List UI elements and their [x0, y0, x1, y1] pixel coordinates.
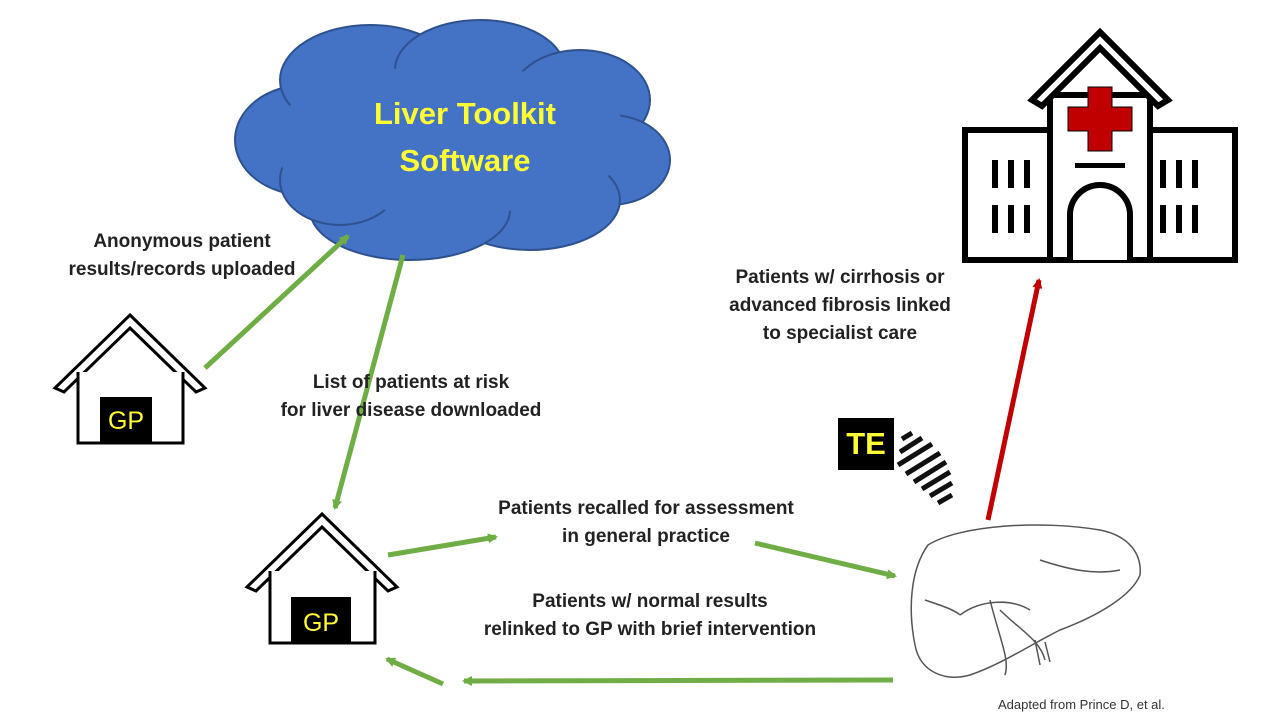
label-specialist-line2: advanced fibrosis linked	[729, 295, 951, 316]
label-specialist: Patients w/ cirrhosis or advanced fibros…	[710, 264, 970, 348]
label-recall-line1: Patients recalled for assessment	[498, 498, 794, 519]
arrow-specialist	[985, 278, 1043, 521]
gp-bottom-label: GP	[302, 609, 340, 637]
arrow-upload	[203, 234, 350, 370]
gp-house-top-icon	[52, 312, 208, 445]
cloud-core	[270, 65, 630, 215]
label-upload-line1: Anonymous patient	[93, 231, 271, 252]
label-normal-line1: Patients w/ normal results	[532, 591, 768, 612]
arrow-recall-1	[387, 533, 498, 558]
label-specialist-line3: to specialist care	[762, 323, 918, 344]
label-upload-line2: results/records uploaded	[68, 259, 296, 280]
label-normal: Patients w/ normal results relinked to G…	[455, 588, 845, 644]
hospital-cross-icon	[1067, 86, 1133, 152]
label-recall: Patients recalled for assessment in gene…	[476, 495, 816, 551]
arrow-normal-1	[462, 675, 894, 686]
cloud-title: Liver Toolkit Software	[340, 90, 590, 184]
te-badge-box	[838, 418, 894, 470]
source-credit: Adapted from Prince D, et al.	[998, 697, 1165, 712]
label-recall-line2: in general practice	[562, 526, 730, 547]
label-specialist-line1: Patients w/ cirrhosis or	[735, 267, 945, 288]
ultrasound-waves-icon	[896, 430, 954, 506]
gp-house-bottom-icon	[244, 511, 400, 645]
label-download-line2: for liver disease downloaded	[280, 400, 542, 421]
hospital-windows	[992, 160, 1198, 233]
label-upload: Anonymous patient results/records upload…	[22, 228, 342, 284]
label-download: List of patients at risk for liver disea…	[256, 369, 566, 425]
arrow-normal-2	[385, 656, 445, 687]
arrow-download	[332, 254, 406, 510]
label-download-line1: List of patients at risk	[312, 372, 510, 393]
cloud-title-line1: Liver Toolkit	[373, 96, 556, 131]
te-badge-label: TE	[846, 426, 886, 461]
liver-icon	[910, 524, 1141, 678]
arrow-recall-2	[754, 540, 897, 580]
gp-top-label: GP	[107, 407, 145, 435]
label-normal-line2: relinked to GP with brief intervention	[483, 619, 817, 640]
cloud-title-line2: Software	[399, 143, 531, 178]
